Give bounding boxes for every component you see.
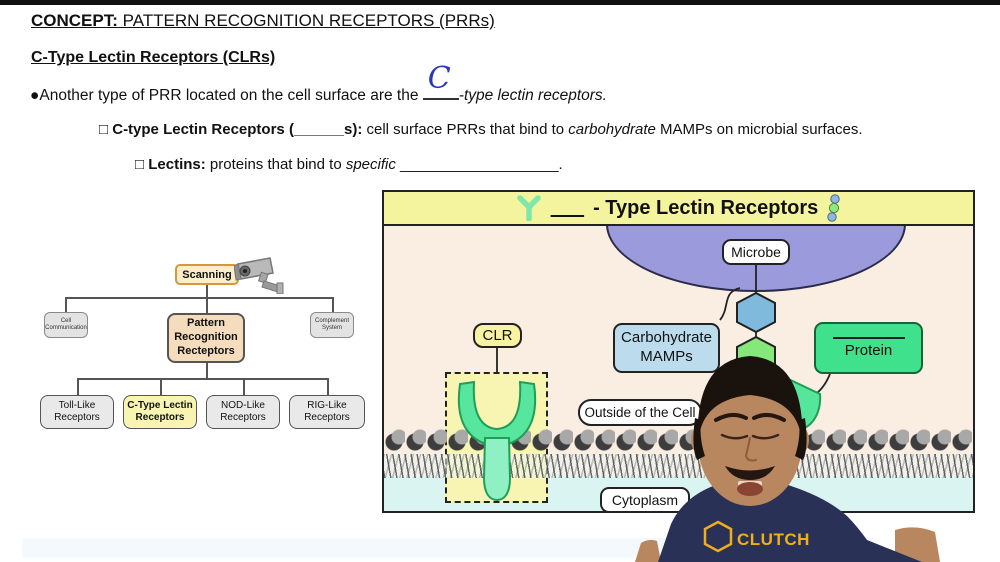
bullet-line: ●Another type of PRR located on the cell… [30,61,607,105]
lectin-term: Lectins: [148,156,206,173]
connector [327,378,329,395]
right-eye-closed [751,433,780,440]
left-eyebrow [714,413,748,422]
security-camera-icon [233,256,290,299]
clr-receptor-cup [457,380,537,448]
outside-cell-label: Outside of the Cell [578,399,702,426]
clr-label: CLR [473,323,522,348]
protein-fill-blank [832,337,905,339]
mouth [737,482,763,496]
diagram-body: Microbe CLR Carbohydrate MAMPs Protein O… [384,226,973,511]
connector [77,378,327,380]
connector [77,378,79,395]
connector [332,297,334,312]
toll-like-node: Toll-Like Receptors [40,395,114,429]
lectin-def-italic: specific [345,156,396,173]
right-eyebrow [752,413,786,422]
hair-side-left [693,418,705,460]
clr-def-text: cell surface PRRs that bind to [362,121,569,138]
clr-diagram: ___ - Type Lectin Receptors Microbe [382,190,975,513]
concept-title: PATTERN RECOGNITION RECEPTORS (PRRs) [117,11,495,30]
connector [206,363,208,378]
connector [206,285,208,297]
diagram-title-banner: ___ - Type Lectin Receptors [384,192,973,226]
clr-def-text2: MAMPs on microbial surfaces. [655,121,863,138]
mamps-line2: MAMPs [640,348,693,365]
clutch-hexagon-icon [703,520,733,553]
mamps-bracket [719,287,741,321]
connector [160,378,162,395]
sugar-chain-icon [827,194,840,222]
pattern-recognition-node: Pattern Recognition Recteptors [167,313,245,363]
left-arm [635,539,661,562]
bullet-text: Another type of PRR located on the cell … [39,87,423,104]
square-marker: □ [99,121,113,138]
mamps-line1: Carbohydrate [621,329,712,347]
bullet-text-italic: -type lectin receptors. [458,87,607,104]
title-blank: ___ [550,196,585,219]
complement-system-node: Complement System [310,312,354,338]
prr-flowchart: Scanning Cell Communication Pattern Reco… [36,256,378,432]
t-shirt [658,478,922,562]
connector [65,297,67,312]
title-text: - Type Lectin Receptors [593,196,819,219]
clr-term: C-type Lectin Receptors ( [112,121,294,138]
cell-communication-node: Cell Communication [44,312,88,338]
c-type-lectin-node: C-Type Lectin Receptors [123,395,197,429]
scanning-node: Scanning [175,264,239,285]
lectin-def-text: proteins that bind to [205,156,346,173]
nod-like-node: NOD-Like Receptors [206,395,280,429]
left-eye-closed [720,433,749,440]
concept-heading: CONCEPT: PATTERN RECOGNITION RECEPTORS (… [31,11,495,31]
hair-side-right [795,418,807,460]
instructor-webcam: CLUTCH [595,348,940,562]
lectin-def-end: . [558,156,563,173]
face [698,380,802,506]
handwritten-answer: C [427,61,451,96]
protein-label: Protein [844,342,893,359]
lipid-tails [384,454,973,478]
carbohydrate-mamps-label: Carbohydrate MAMPs [613,323,720,373]
fill-in-blank: C [422,61,459,100]
connector [206,297,208,313]
carbohydrate-hexagon-blue [736,291,776,334]
clr-term-end: s): [344,121,363,138]
shirt-brand-text: CLUTCH [737,530,810,549]
clr-def-italic: carbohydrate [568,121,656,138]
connector [243,378,245,395]
bullet-marker: ● [30,87,40,104]
lectin-blank: ___________________ [395,156,559,173]
definition-clr-line: □ C-type Lectin Receptors (______s): cel… [99,121,863,138]
nose [744,437,757,462]
right-arm [895,527,940,562]
hair [697,356,803,448]
microbe-label: Microbe [722,239,790,265]
top-black-bar [0,0,1000,5]
bottom-light-bar [22,538,874,558]
rig-like-node: RIG-Like Receptors [289,395,365,429]
section-heading: C-Type Lectin Receptors (CLRs) [31,49,276,66]
clr-receptor-stem [482,437,512,502]
mustache [725,466,775,480]
connector [65,297,333,299]
clr-blank: ______ [293,121,344,138]
cytoplasm-label: Cytoplasm [600,487,690,511]
definition-lectin-line: □ Lectins: proteins that bind to specifi… [135,156,563,173]
receptor-y-icon [516,195,541,221]
square-marker-2: □ [135,156,149,173]
concept-label: CONCEPT: [31,11,118,30]
protein-label-box: Protein [814,322,923,374]
